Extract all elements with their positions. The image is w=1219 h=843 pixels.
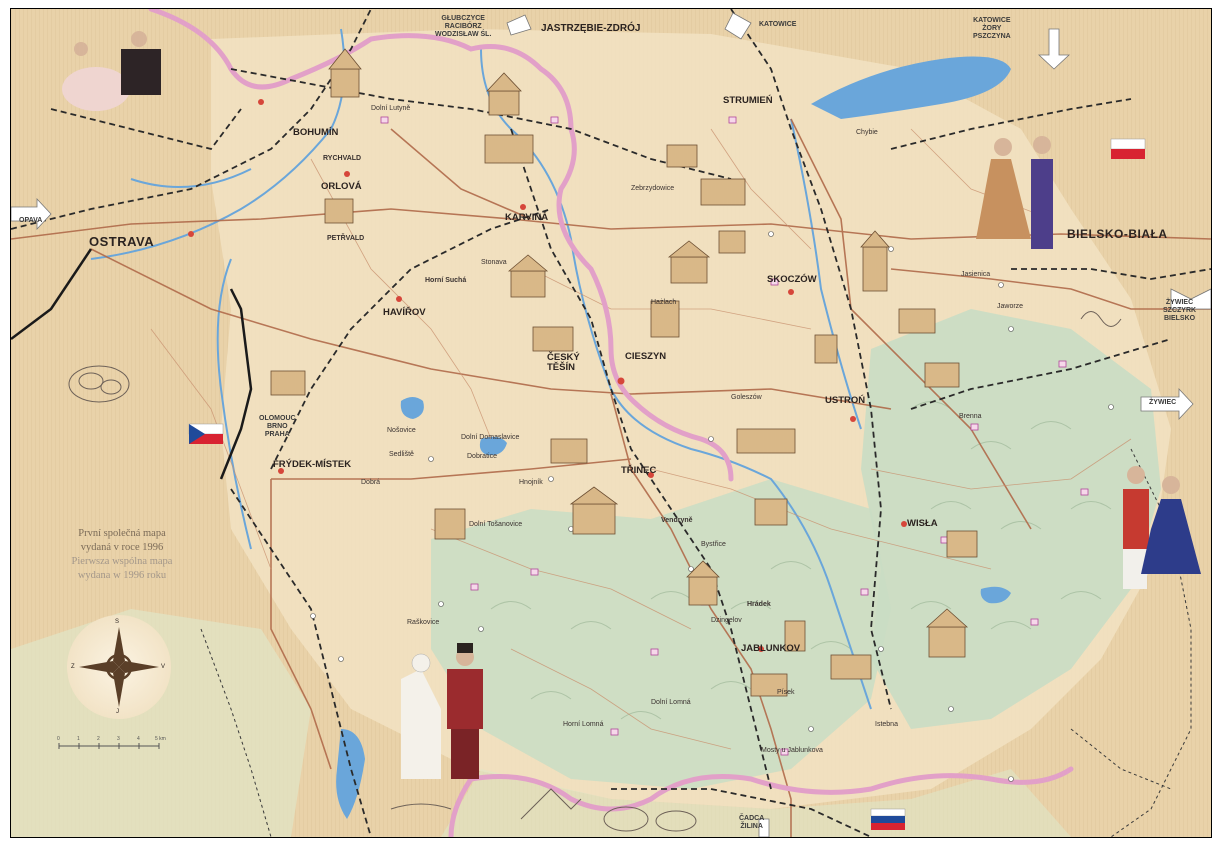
city-markers <box>188 99 907 652</box>
scale-mark-2: 2 <box>97 736 100 742</box>
label-jablunkov: JABLUNKOV <box>741 643 801 654</box>
label-bielsko-biala: BIELSKO-BIAŁA <box>1067 227 1168 241</box>
caption-pl-line2: wydana w 1996 roku <box>77 570 167 581</box>
dir-zywiec-right: ŻYWIEC SZCZYRK BIELSKO <box>1163 299 1197 322</box>
label-stonava: Stonava <box>481 259 507 266</box>
label-hazlach: Hażlach <box>651 299 677 306</box>
label-istebna: Istebna <box>875 721 898 728</box>
label-dolni-tosanovice: Dolní Tošanovice <box>469 521 523 528</box>
label-hradek: Hrádek <box>747 601 771 608</box>
compass-rose <box>67 615 171 719</box>
folk-costume-figures <box>62 31 1201 779</box>
costume-top-left <box>62 31 161 111</box>
dir-katowice-right: KATOWICE ŻORY PSZCZYNA <box>973 17 1011 40</box>
label-pisek: Písek <box>777 689 795 696</box>
label-wisla: WISŁA <box>907 518 938 529</box>
label-strumien: STRUMIEŃ <box>723 95 773 106</box>
label-rychvald: RYCHVALD <box>323 155 362 162</box>
costume-top-right <box>976 136 1053 249</box>
scale-mark-3: 3 <box>117 736 120 742</box>
compass-s-label: J <box>116 709 119 715</box>
label-hnojnik: Hnojník <box>519 479 543 486</box>
label-havirov: HAVÍŘOV <box>383 307 426 318</box>
label-mosty: Mosty u Jablunkova <box>761 747 823 754</box>
lake-southwest <box>336 729 365 819</box>
label-cieszyn: CIESZYN <box>625 351 667 362</box>
label-jastrzebie: JASTRZĘBIE-ZDRÓJ <box>541 23 641 34</box>
flag-poland <box>1110 138 1146 159</box>
flag-czech <box>188 423 224 444</box>
dir-glubczyce: GŁUBCZYCE RACIBÓRZ WODZISŁAW ŚL. <box>435 15 492 38</box>
label-jasienica: Jasienica <box>961 271 991 278</box>
scale-bar <box>58 743 160 749</box>
label-orlova: ORLOVÁ <box>321 181 362 192</box>
railways <box>11 9 1211 837</box>
label-vendryne: Vendryně <box>661 517 693 524</box>
scale-mark-4: 4 <box>137 736 140 742</box>
dir-cadca: ČADCA ŽILINA <box>739 815 765 830</box>
lowland-south <box>441 769 1071 837</box>
scale-mark-0: 0 <box>57 736 60 742</box>
map-canvas[interactable] <box>11 9 1211 837</box>
label-trinec: TŘINEC <box>621 465 657 476</box>
decor-sketches <box>68 311 1122 832</box>
label-ostrava: OSTRAVA <box>89 234 155 249</box>
label-frydek-mistek: FRÝDEK-MÍSTEK <box>273 459 352 470</box>
label-horni-sucha: Horní Suchá <box>425 277 467 284</box>
label-zebrzydowice: Zebrzydowice <box>631 185 675 192</box>
label-brenna: Brenna <box>959 413 982 420</box>
mountain-texture <box>490 401 1112 720</box>
label-cesky-tesin: ČESKÝ TĚŠÍN <box>547 352 580 373</box>
label-petrvald: PETŘVALD <box>327 235 365 242</box>
label-sedliste: Sedliště <box>389 451 414 458</box>
map-caption: První společná mapa vydaná v roce 1996 P… <box>37 527 207 583</box>
label-karvina: KARVINÁ <box>505 212 549 223</box>
compass-n-label: S <box>115 619 120 625</box>
lake-goczalkowice <box>811 56 1011 119</box>
label-dobratice: Dobratice <box>467 453 497 460</box>
label-bystrice: Bystřice <box>701 541 726 548</box>
dir-zywiec: ŻYWIEC <box>1149 399 1177 406</box>
costume-bottom <box>401 643 483 779</box>
label-skoczow: SKOCZÓW <box>767 274 817 285</box>
compass-w-label: Z <box>71 664 75 670</box>
flag-slovakia <box>870 808 906 830</box>
lake-terlicko <box>400 397 424 419</box>
caption-cz-line1: První společná mapa <box>78 528 166 539</box>
dark-rail-line <box>11 248 253 480</box>
dir-olomouc: OLOMOUC BRNO PRAHA <box>259 415 296 438</box>
label-horni-lomna: Horní Lomná <box>563 721 604 728</box>
dir-opava: OPAVA <box>19 217 43 224</box>
scale-mark-5: 5 km <box>155 736 166 742</box>
label-nosovice: Nošovice <box>387 427 416 434</box>
label-ustron: USTROŃ <box>825 395 866 406</box>
caption-cz-line2: vydaná v roce 1996 <box>80 542 164 553</box>
state-borders <box>148 9 1074 837</box>
direction-arrows <box>11 12 1211 837</box>
lake-wisla <box>980 586 1011 604</box>
dir-katowice-top: KATOWICE <box>759 21 797 28</box>
caption-pl-line1: Pierwsza wspólna mapa <box>71 556 173 567</box>
scale-mark-1: 1 <box>77 736 80 742</box>
label-bohumin: BOHUMÍN <box>293 127 339 138</box>
place-dots <box>310 231 1114 782</box>
lake-zermanice <box>479 436 507 456</box>
hotel-markers <box>380 116 1089 756</box>
label-dzingelov: Dzingelov <box>711 617 742 624</box>
label-jaworze: Jaworze <box>997 303 1024 310</box>
label-raskovice: Raškovice <box>407 619 440 626</box>
label-dolni-lomna: Dolní Lomná <box>651 699 691 706</box>
label-goleszow: Goleszów <box>731 394 762 401</box>
compass-e-label: V <box>161 664 166 670</box>
label-dobra: Dobrá <box>361 479 381 486</box>
map-frame: OSTRAVA BIELSKO-BIAŁA JASTRZĘBIE-ZDRÓJ B… <box>10 8 1212 838</box>
landmark-illustrations <box>270 48 978 697</box>
label-dolni-lutyne: Dolní Lutyně <box>371 105 411 112</box>
mountain-relief-south <box>431 479 891 789</box>
label-chybie: Chybie <box>856 129 878 136</box>
label-dolni-domaslavice: Dolní Domaslavice <box>461 434 520 441</box>
costume-right <box>1123 466 1201 589</box>
